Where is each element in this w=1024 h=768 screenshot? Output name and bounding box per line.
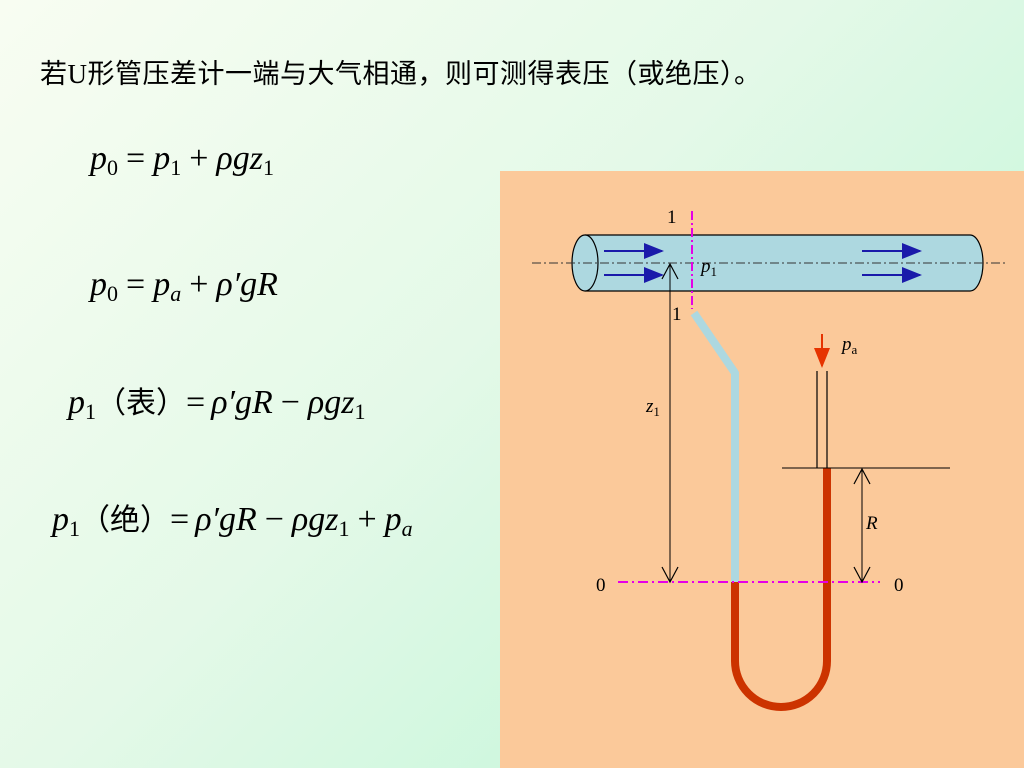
z1-label: z1 xyxy=(646,396,660,419)
pa-label: pa xyxy=(842,334,858,357)
manometer-diagram xyxy=(532,211,1005,711)
gauge-label: （表） xyxy=(96,387,186,420)
slide-heading: 若U形管压差计一端与大气相通，则可测得表压（或绝压）。 xyxy=(40,59,762,89)
flow-arrows xyxy=(604,243,922,283)
manometer-diagram-panel: 1 1 p1 pa z1 R 0 0 xyxy=(500,171,1024,768)
datum-label-right: 0 xyxy=(894,575,904,596)
absolute-label: （绝） xyxy=(80,504,170,537)
section-label-bottom: 1 xyxy=(672,304,682,325)
tap-tube xyxy=(690,310,739,582)
u-tube-fluid xyxy=(731,468,831,711)
datum-label-left: 0 xyxy=(596,575,606,596)
r-label: R xyxy=(866,513,878,534)
formula-p0-p1: p0=p1+ρgz1 xyxy=(90,140,274,180)
p1-label: p1 xyxy=(701,256,717,279)
r-dimension xyxy=(853,467,871,584)
z1-dimension xyxy=(661,262,679,584)
formula-absolute-pressure: p1（绝）=ρ′gR−ρgz1+pa xyxy=(52,501,413,541)
formula-gauge-pressure: p1（表）=ρ′gR−ρgz1 xyxy=(68,384,366,424)
formula-p0-pa: p0=pa+ρ′gR xyxy=(90,266,278,306)
section-label-top: 1 xyxy=(667,207,677,228)
